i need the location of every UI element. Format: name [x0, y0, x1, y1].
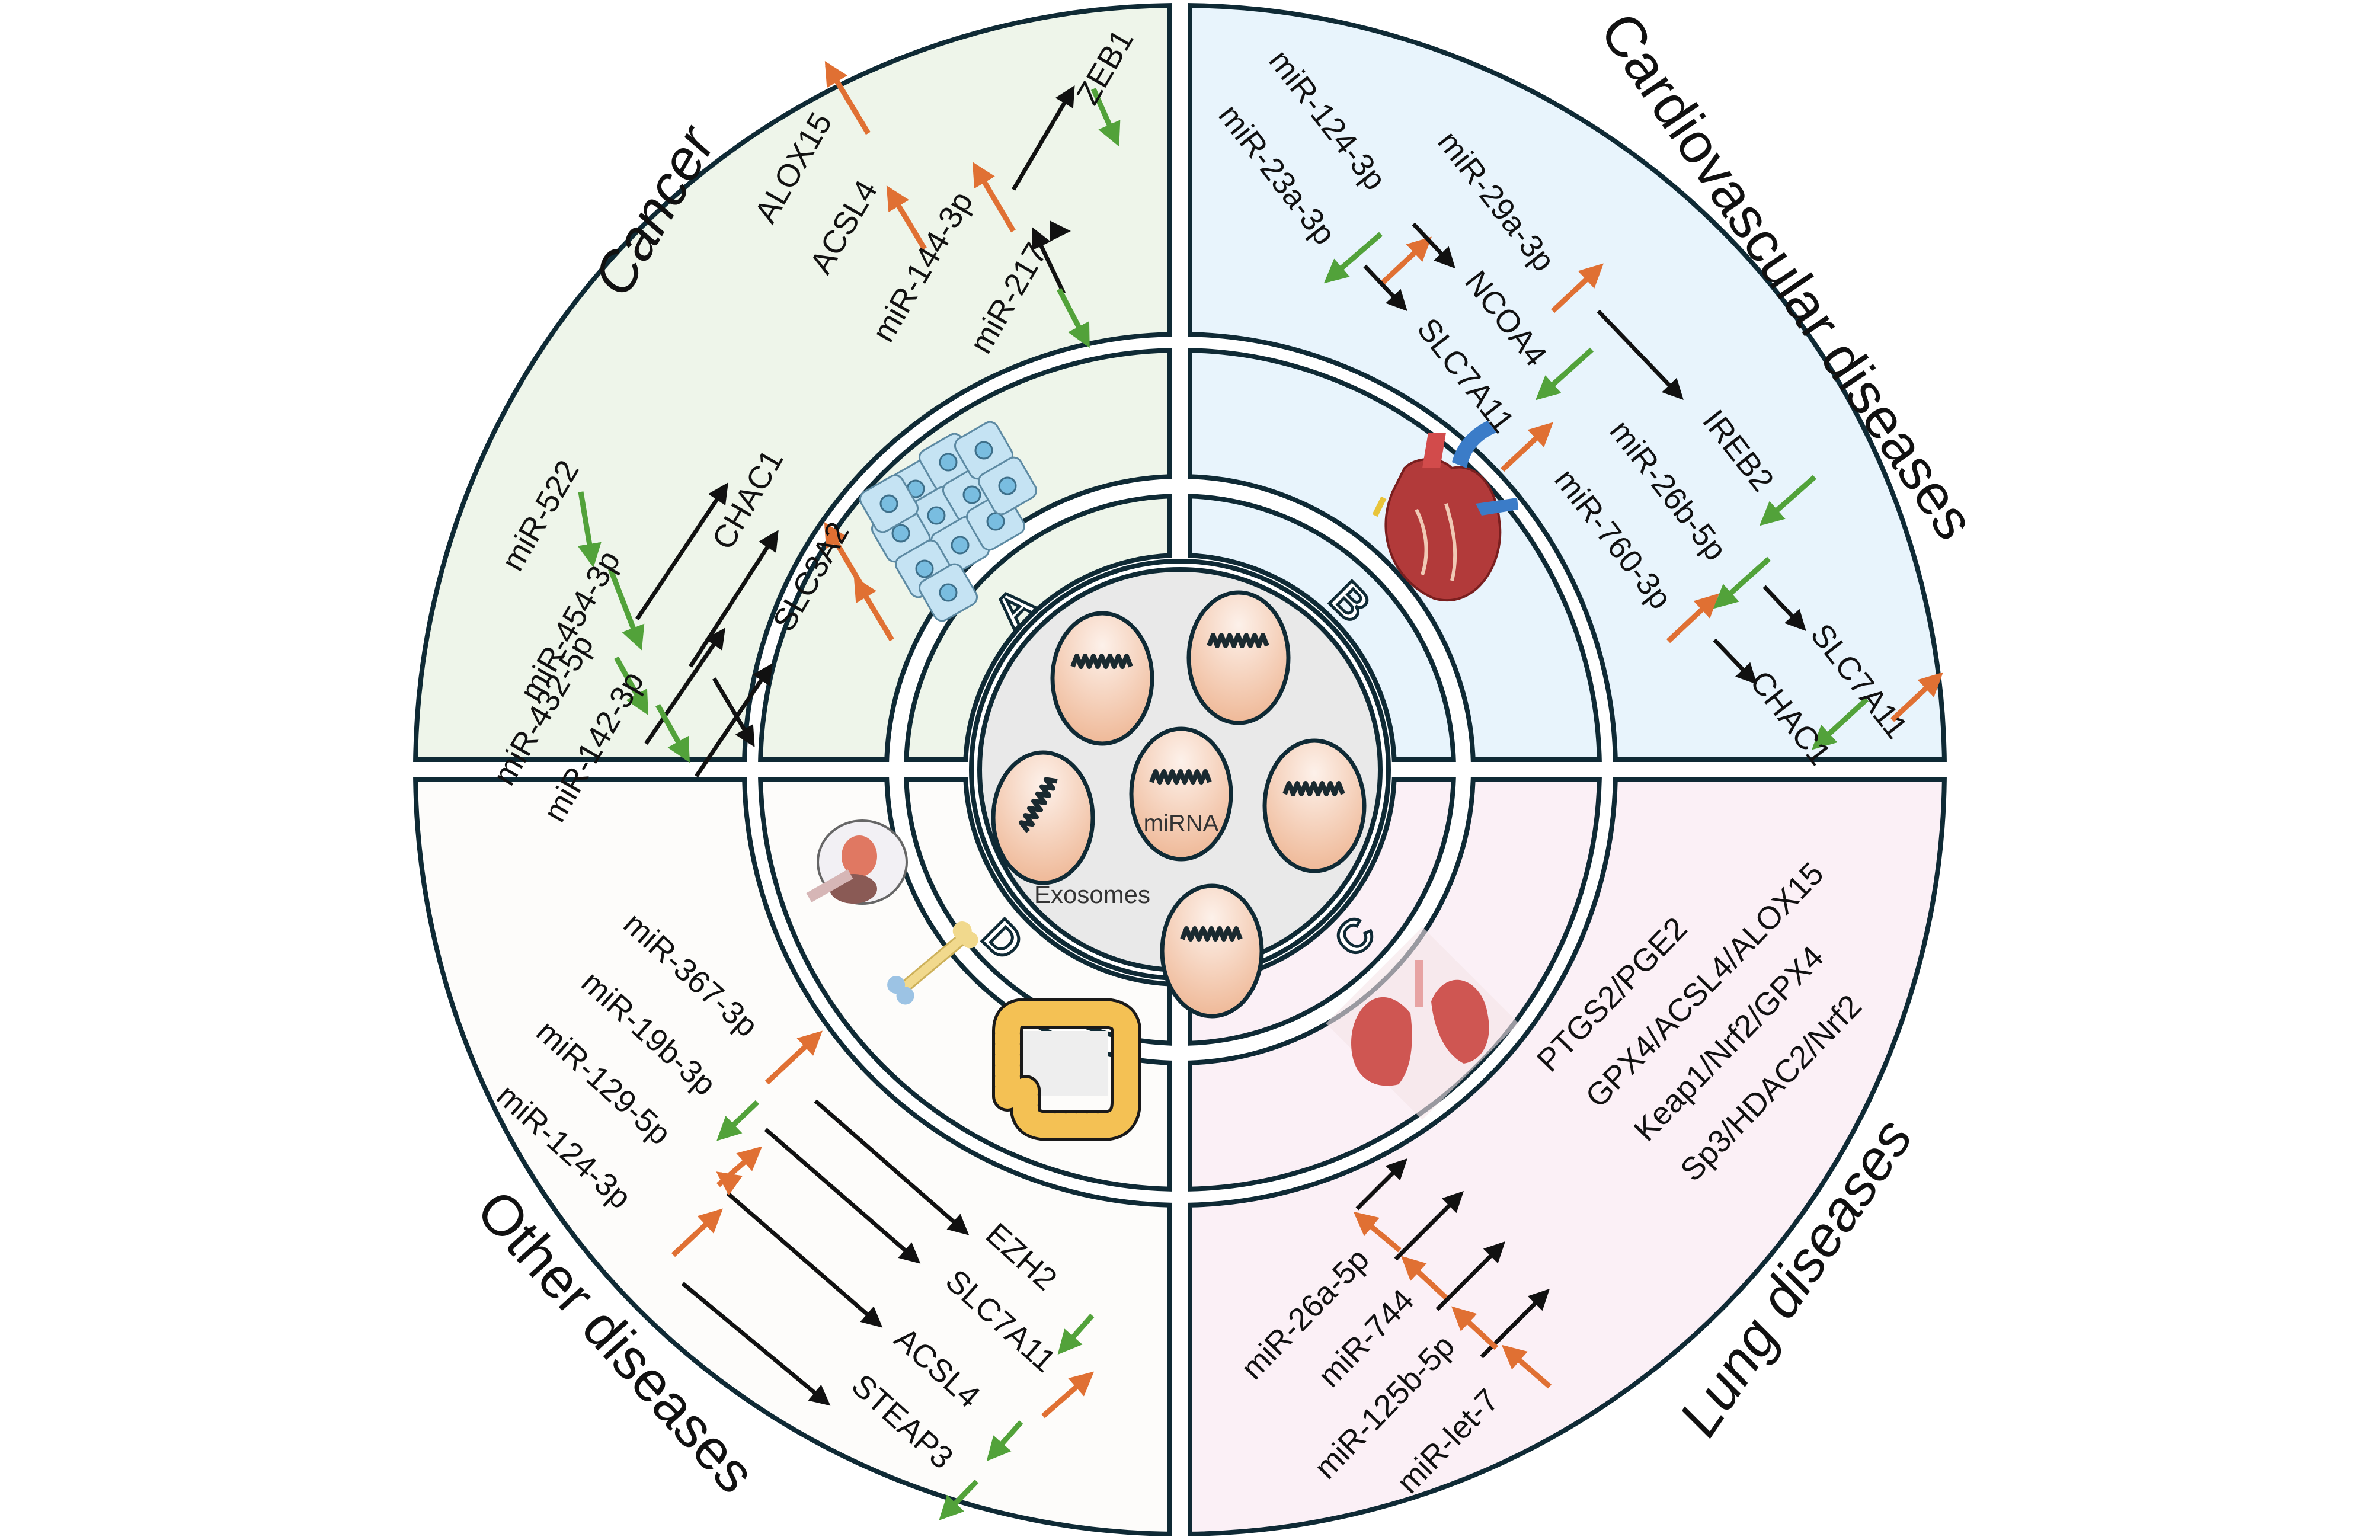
downregulation-arrow-icon [1090, 88, 1121, 147]
upregulation-arrow-icon [1666, 593, 1719, 643]
regulation-arrow [1412, 222, 1455, 269]
mirna-label: miRNA [1144, 811, 1219, 837]
upregulation-arrow-icon [671, 1208, 723, 1257]
bone-icon [887, 921, 978, 1005]
upregulation-arrow-icon [1378, 236, 1432, 287]
exosome-vesicle [1186, 590, 1291, 725]
brain-icon [806, 819, 908, 905]
upregulation-arrow-icon [1550, 263, 1604, 313]
upregulation-arrow-icon [886, 185, 927, 251]
regulation-arrow [1713, 638, 1757, 685]
downregulation-arrow-icon [939, 1479, 979, 1520]
regulation-arrow [1394, 1191, 1464, 1261]
mirna-strand-icon [1180, 926, 1243, 942]
exosome-vesicle [1262, 738, 1367, 873]
vesicle-group [991, 590, 1367, 1019]
cancer-cells-icon [859, 421, 1038, 622]
upregulation-arrow-icon [1353, 1211, 1402, 1253]
sector-cardiovascular-inner [1188, 494, 1456, 762]
upregulation-arrow-icon [853, 577, 894, 642]
regulation-arrow [1355, 1158, 1407, 1211]
regulation-arrow [1032, 227, 1066, 294]
mirna-strand-icon [1282, 781, 1345, 796]
downregulation-arrow-icon [655, 703, 690, 763]
regulation-arrow [712, 677, 755, 748]
downregulation-arrow-icon [607, 568, 645, 651]
downregulation-arrow-icon [1713, 556, 1771, 609]
regulation-arrow [814, 1099, 970, 1235]
downregulation-arrow-icon [614, 656, 648, 716]
upregulation-arrow-icon [764, 1030, 823, 1085]
sector-other-inner [904, 777, 1172, 1046]
regulation-arrow [1597, 309, 1684, 401]
downregulation-arrow-icon [1759, 475, 1816, 526]
arrow-layer [577, 61, 1943, 1520]
colon-icon [992, 998, 1141, 1141]
regulation-arrow [1011, 85, 1075, 191]
upregulation-arrow-icon [824, 61, 871, 135]
regulation-arrow [635, 482, 728, 620]
mirna-strand-icon [1070, 654, 1133, 669]
exosome-core: miRNA Exosomes [969, 559, 1391, 1019]
regulation-arrow [695, 663, 773, 777]
upregulation-arrow-icon [716, 1146, 763, 1187]
exosome-vesicle [1129, 726, 1233, 862]
downregulation-arrow-icon [577, 491, 602, 568]
downregulation-arrow-icon [1057, 1314, 1095, 1355]
upregulation-arrow-icon [716, 1171, 743, 1196]
upregulation-arrow-icon [1401, 1256, 1448, 1300]
sector-lung-outer [1188, 777, 1947, 1536]
upregulation-arrow-icon [1041, 1371, 1095, 1419]
upregulation-arrow-icon [1890, 672, 1943, 722]
exosomes-label: Exosomes [1034, 881, 1150, 908]
regulation-arrow [644, 627, 725, 745]
regulation-arrow [1435, 1241, 1505, 1311]
downregulation-arrow-icon [1057, 287, 1090, 348]
exosome-vesicle [991, 750, 1095, 885]
regulation-arrow [726, 1192, 883, 1328]
upregulation-arrow-icon [824, 522, 865, 588]
downregulation-arrow-icon [716, 1100, 760, 1141]
upregulation-arrow-icon [1451, 1306, 1499, 1350]
mirna-strand-icon [1207, 633, 1269, 648]
sector-cancer-outer [413, 3, 1172, 762]
regulation-arrow [689, 530, 779, 668]
downregulation-arrow-icon [1535, 347, 1594, 401]
sector-other-outer [413, 777, 1172, 1536]
regulation-arrow [1762, 585, 1806, 632]
mirna-strand-icon [1018, 777, 1058, 833]
upregulation-arrow-icon [972, 162, 1016, 233]
mirna-strand-icon [1149, 769, 1212, 785]
regulation-arrow [764, 1128, 921, 1264]
regulation-arrow [1363, 264, 1407, 312]
downregulation-arrow-icon [1812, 697, 1869, 750]
upregulation-arrow-icon [1500, 422, 1553, 472]
heart-icon [1372, 421, 1518, 602]
sector-cancer-inner [904, 494, 1172, 762]
upregulation-arrow-icon [1501, 1344, 1552, 1389]
downregulation-arrow-icon [986, 1420, 1023, 1462]
regulation-arrow [681, 1282, 831, 1406]
downregulation-arrow-icon [1323, 232, 1383, 284]
exosome-vesicle [1050, 611, 1154, 746]
exosome-vesicle [1160, 883, 1264, 1019]
